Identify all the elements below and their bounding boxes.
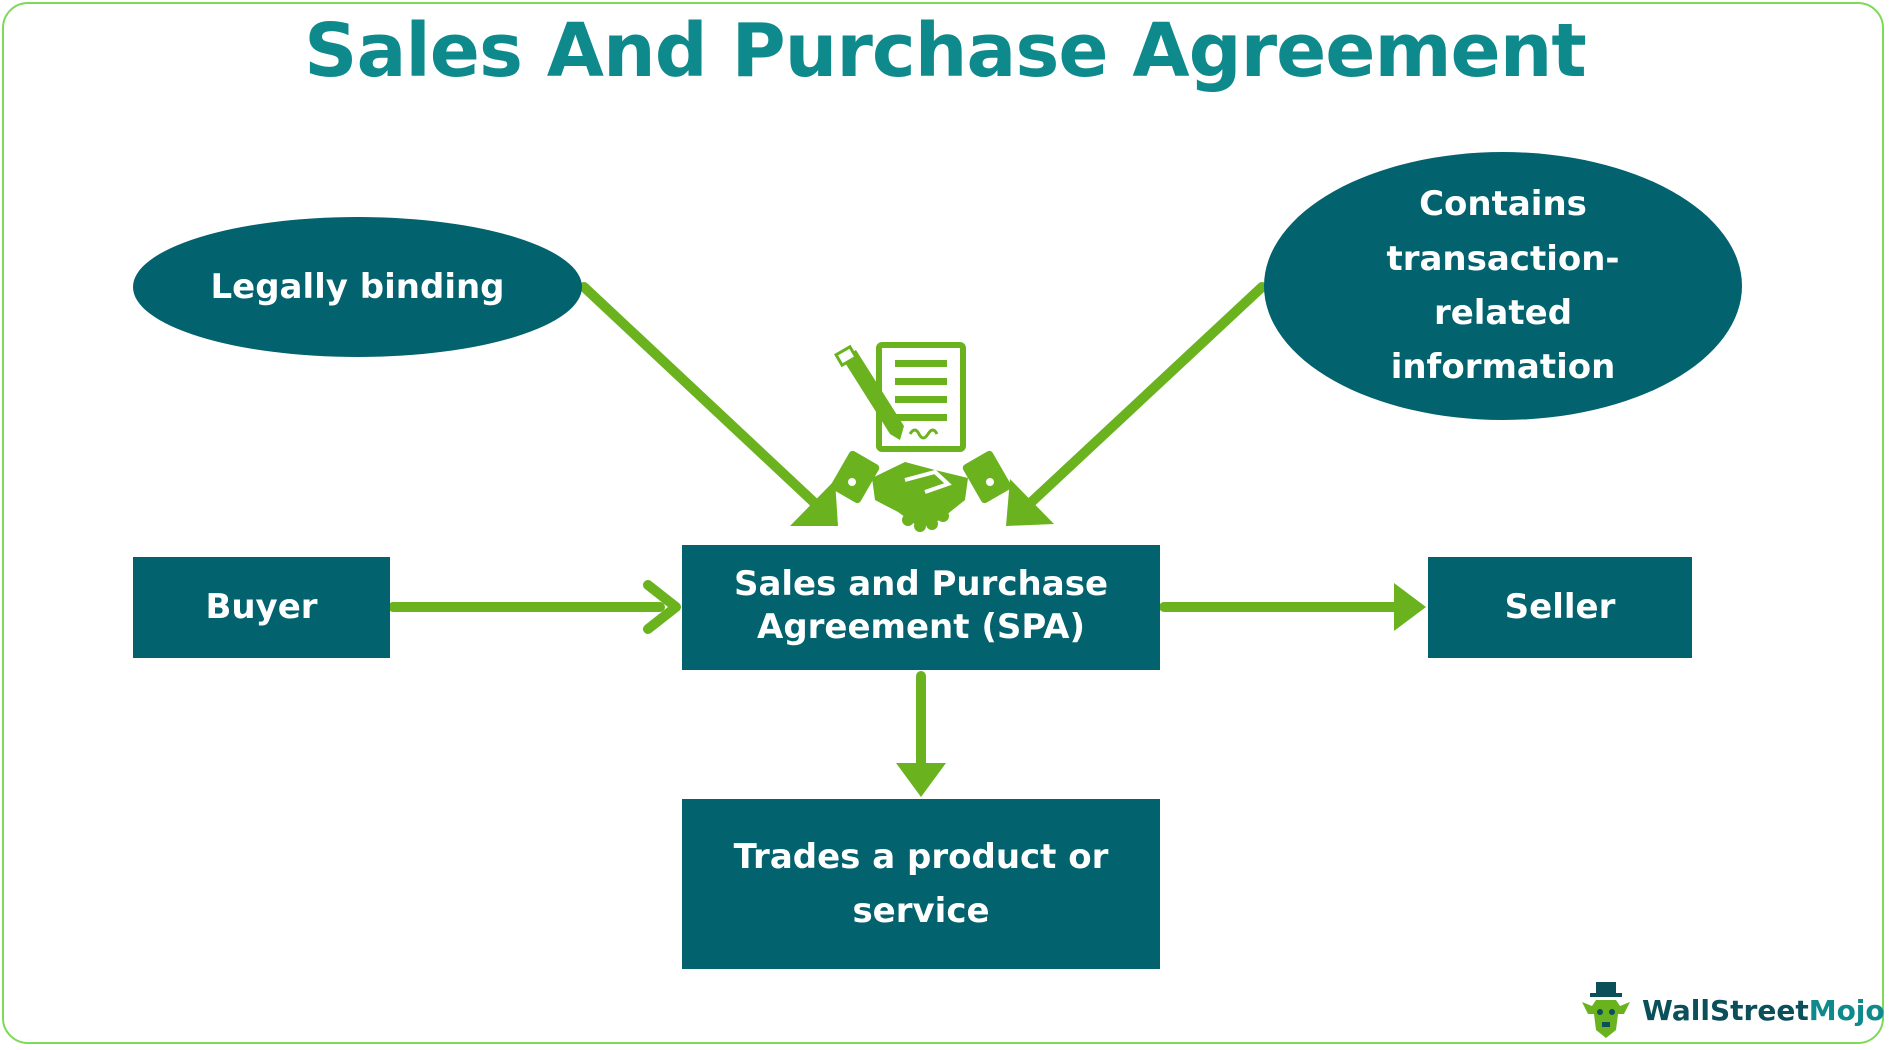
seller-label: Seller xyxy=(1504,587,1616,628)
contains-info-node: Contains transaction-related information xyxy=(1264,152,1742,420)
contains-info-label: Contains transaction-related information xyxy=(1386,184,1620,388)
handshake-icon xyxy=(830,450,1012,532)
pen-icon xyxy=(834,344,904,440)
arrow-spa-to-seller xyxy=(1159,583,1426,631)
spa-label: Sales and Purchase Agreement (SPA) xyxy=(733,564,1109,647)
brand-logo: WallStreetMojo xyxy=(1578,980,1885,1040)
brand-name-part2: Mojo xyxy=(1808,993,1885,1027)
arrow-contains-to-spa xyxy=(1006,282,1267,526)
buyer-label: Buyer xyxy=(205,587,318,628)
buyer-node: Buyer xyxy=(133,557,390,658)
brand-name: WallStreetMojo xyxy=(1642,994,1885,1027)
spa-node: Sales and Purchase Agreement (SPA) xyxy=(682,545,1160,670)
trades-label: Trades a product or service xyxy=(733,836,1109,931)
page-title: Sales And Purchase Agreement xyxy=(304,8,1587,94)
legally-binding-node: Legally binding xyxy=(133,217,582,357)
contract-handshake-icon xyxy=(830,342,1012,532)
arrow-buyer-to-spa xyxy=(388,580,681,634)
arrow-legal-to-spa xyxy=(579,282,838,526)
seller-node: Seller xyxy=(1428,557,1692,658)
legally-binding-label: Legally binding xyxy=(210,266,505,307)
trades-node: Trades a product or service xyxy=(682,799,1160,969)
brand-name-part1: WallStreet xyxy=(1642,993,1809,1027)
arrow-spa-to-trades xyxy=(896,671,946,797)
wallstreetmojo-logo-icon xyxy=(1582,982,1630,1038)
